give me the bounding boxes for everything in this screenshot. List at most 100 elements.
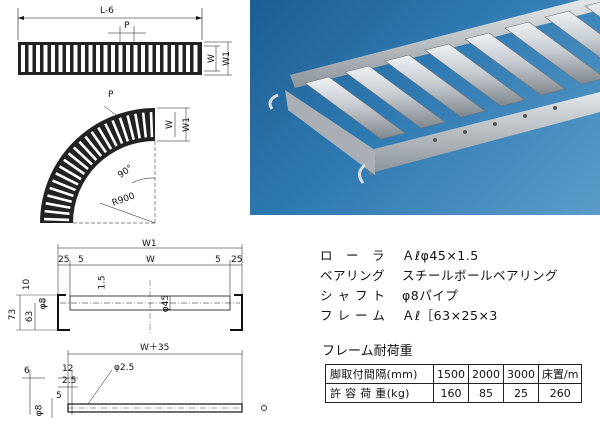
roller-slot [49,186,74,198]
roller [304,76,406,140]
frame-dim-phi2-5: φ2.5 [114,363,135,373]
roller-slot [36,45,40,72]
frame-dim-5: 5 [56,391,62,401]
table-cell: 25 [503,383,539,403]
roller-slot [111,119,124,145]
dim-25-right: 25 [231,255,243,265]
roller-slot [186,45,190,72]
roller-slot [28,45,33,72]
dim-phi45: φ45 [161,294,172,313]
spec-value: スチールボールベアリング [402,268,559,283]
curve-w1-label: W1 [181,117,192,132]
dim-63: 63 [25,310,36,323]
roller [584,1,600,18]
roller-slot [193,45,198,72]
roller-slot [148,45,153,72]
dim-phi8: φ8 [38,297,49,310]
roller-slot [96,45,100,72]
curve-w-label: W [164,120,175,129]
spec-key: シ ャ フ ト [320,288,386,303]
roller-slot [78,140,98,161]
dim-1-5: 1.5 [97,275,108,290]
length-label: L-6 [100,6,114,16]
spec-value: Ａℓφ45×1.5 [402,248,479,263]
roller-slot [97,126,113,150]
dim-10: 10 [22,278,33,291]
roller-slot [126,115,135,140]
roller-slot [43,45,48,72]
spec-shaft: シ ャ フ ト φ8パイプ [320,288,459,303]
roller-slot [88,45,93,72]
roller-slot [44,217,70,222]
roller-slot [171,45,175,72]
roller-slot [51,179,77,192]
roller-slot [73,45,78,72]
straight-conveyor-drawing: L-6 P W W1 [0,0,250,90]
roller-slot [58,165,82,181]
curve-conveyor-drawing: P W W1 90° R900 [0,88,250,238]
roller-slot [67,152,89,171]
roller [384,54,486,118]
table-row: 許 容 荷 重(kg) 160 85 25 260 [325,383,583,403]
section-w1-label: W1 [142,239,157,249]
roller-slot [118,117,130,142]
product-photo [250,0,600,215]
roller-slot [149,112,154,138]
table-cell: 1500 [433,364,469,384]
dim-25-left: 25 [58,255,70,265]
table-cell: 260 [537,383,583,403]
roller-slot [141,112,148,138]
roller-slot [81,45,85,72]
roller-slot [103,45,108,72]
roller-slot [163,45,168,72]
roller-slot [84,135,103,157]
spec-key: ロ ー ラ [320,248,386,263]
table-cell: 床置/m [537,364,583,384]
roller-slot [72,146,93,166]
table-cell: 2000 [468,364,504,384]
spec-key: ベアリング [320,268,386,283]
roller-slot [58,45,63,72]
roller [544,10,600,58]
roller-slot [44,209,70,216]
roller-slot [126,45,130,72]
w-label: W [206,54,217,63]
dim-5-left: 5 [78,255,84,265]
table-cell: 85 [468,383,504,403]
spec-key: フ レ ー ム [320,308,386,323]
roller-slot [178,45,183,72]
roller-slot [55,172,79,186]
frame-drawing: W＋35 6 12 2.5 φ2.5 φ8 5 [0,340,290,435]
roller [464,32,566,96]
row-label: 許 容 荷 重(kg) [325,383,434,403]
frame-dim-phi8: φ8 [34,404,45,417]
roller-slot [90,131,108,154]
cross-section-drawing: W1 W 25 5 5 25 10 73 63 φ8 1.5 φ45 [0,240,260,340]
roller-slot [111,45,115,72]
roller-slot [66,45,70,72]
roller [504,21,600,85]
w1-label: W1 [221,51,232,66]
row-label: 脚取付間隔(mm) [325,364,434,384]
section-w-label: W [146,255,155,265]
table-row: 脚取付間隔(mm) 1500 2000 3000 床置/m [325,364,583,384]
spec-bearing: ベアリング スチールボールベアリング [320,268,559,283]
roller-slot [156,45,160,72]
dim-73: 73 [8,308,19,321]
roller-slot [104,123,118,147]
roller-slot [133,45,138,72]
spec-value: Ａℓ［63×25×3 [402,308,498,323]
spec-value: φ8パイプ [402,288,459,303]
roller-slot [134,113,142,139]
roller-slot [47,194,72,203]
load-table-title: フレーム耐荷重 [322,344,413,359]
spec-roller: ロ ー ラ Ａℓφ45×1.5 [320,248,479,263]
spec-frame: フ レ ー ム Ａℓ［63×25×3 [320,308,498,323]
dim-5-right: 5 [215,255,221,265]
roller-slot [21,45,25,72]
curve-pitch-label: P [108,90,114,100]
load-table: 脚取付間隔(mm) 1500 2000 3000 床置/m 許 容 荷 重(kg… [325,364,583,403]
roller [344,65,446,129]
roller [424,43,526,107]
roller-slot [51,45,55,72]
